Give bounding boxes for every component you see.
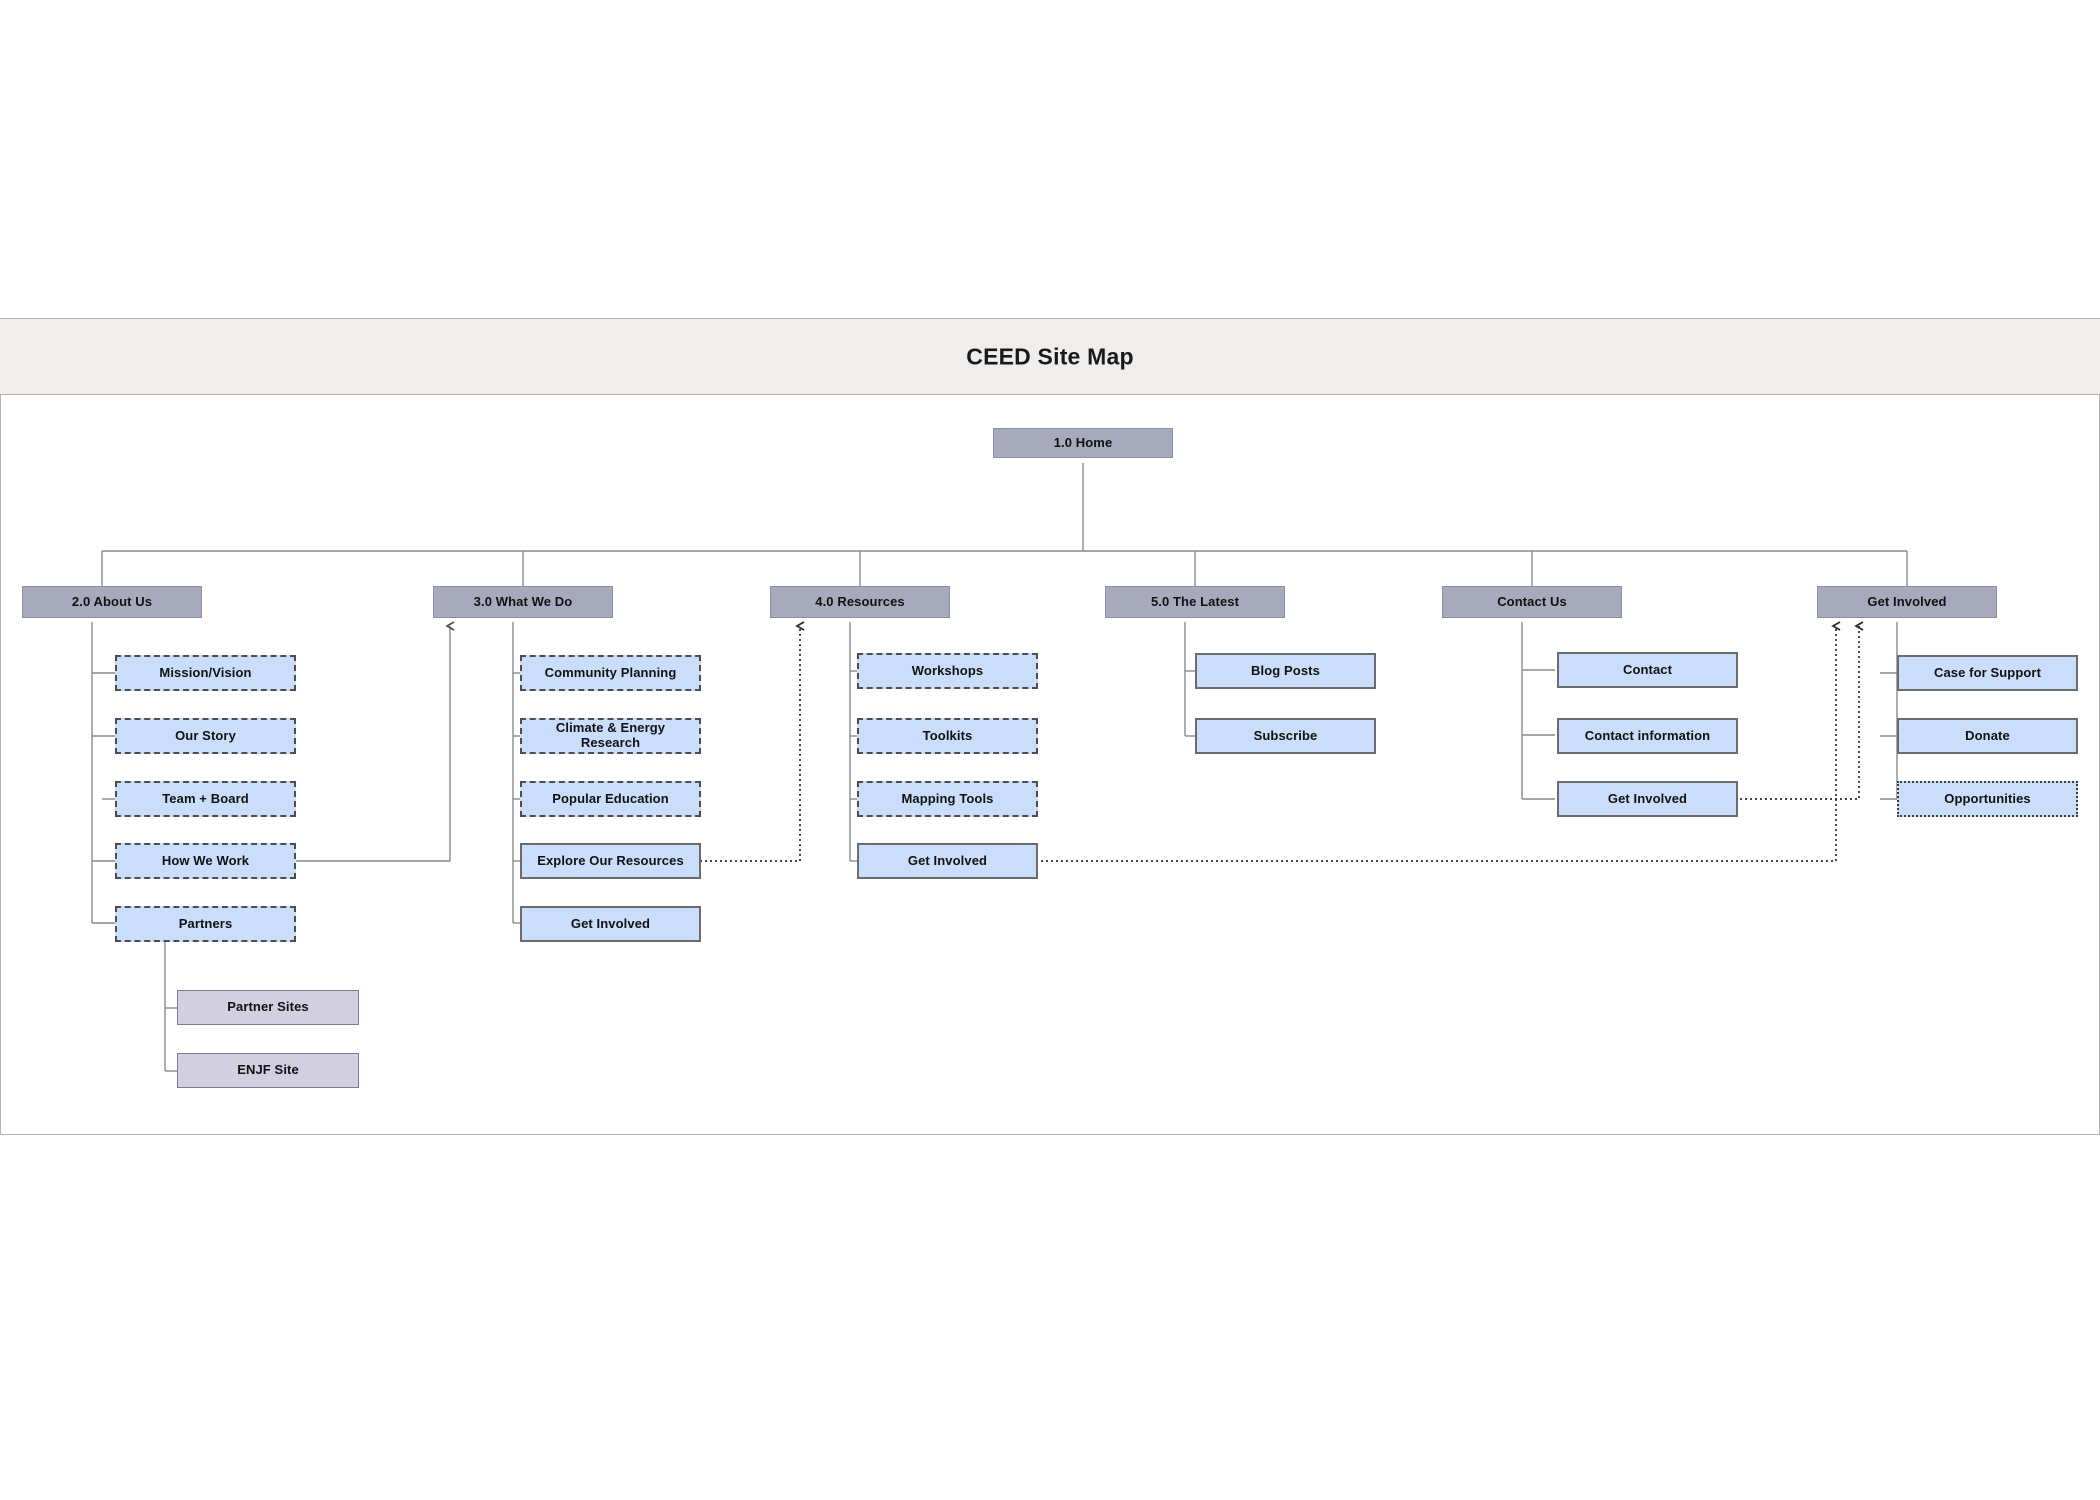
node-contact-get-involved[interactable]: Get Involved — [1557, 781, 1738, 817]
node-subscribe[interactable]: Subscribe — [1195, 718, 1376, 754]
node-partners[interactable]: Partners — [115, 906, 296, 942]
node-mission-vision[interactable]: Mission/Vision — [115, 655, 296, 691]
node-how-we-work[interactable]: How We Work — [115, 843, 296, 879]
node-case-for-support[interactable]: Case for Support — [1897, 655, 2078, 691]
node-climate-energy-research[interactable]: Climate & Energy Research — [520, 718, 701, 754]
node-enjf-site[interactable]: ENJF Site — [177, 1053, 359, 1088]
node-section-the-latest[interactable]: 5.0 The Latest — [1105, 586, 1285, 618]
node-donate[interactable]: Donate — [1897, 718, 2078, 754]
node-section-get-involved[interactable]: Get Involved — [1817, 586, 1997, 618]
node-explore-our-resources[interactable]: Explore Our Resources — [520, 843, 701, 879]
node-opportunities[interactable]: Opportunities — [1897, 781, 2078, 817]
node-what-we-do-get-involved[interactable]: Get Involved — [520, 906, 701, 942]
node-section-what-we-do[interactable]: 3.0 What We Do — [433, 586, 613, 618]
node-mapping-tools[interactable]: Mapping Tools — [857, 781, 1038, 817]
node-popular-education[interactable]: Popular Education — [520, 781, 701, 817]
node-contact[interactable]: Contact — [1557, 652, 1738, 688]
node-blog-posts[interactable]: Blog Posts — [1195, 653, 1376, 689]
node-workshops[interactable]: Workshops — [857, 653, 1038, 689]
node-section-resources[interactable]: 4.0 Resources — [770, 586, 950, 618]
page-title: CEED Site Map — [966, 343, 1134, 369]
node-our-story[interactable]: Our Story — [115, 718, 296, 754]
node-contact-information[interactable]: Contact information — [1557, 718, 1738, 754]
node-team-board[interactable]: Team + Board — [115, 781, 296, 817]
node-section-about-us[interactable]: 2.0 About Us — [22, 586, 202, 618]
diagram-title-band: CEED Site Map — [0, 318, 2100, 395]
node-toolkits[interactable]: Toolkits — [857, 718, 1038, 754]
node-community-planning[interactable]: Community Planning — [520, 655, 701, 691]
node-section-contact-us[interactable]: Contact Us — [1442, 586, 1622, 618]
node-resources-get-involved[interactable]: Get Involved — [857, 843, 1038, 879]
node-home[interactable]: 1.0 Home — [993, 428, 1173, 458]
node-partner-sites[interactable]: Partner Sites — [177, 990, 359, 1025]
